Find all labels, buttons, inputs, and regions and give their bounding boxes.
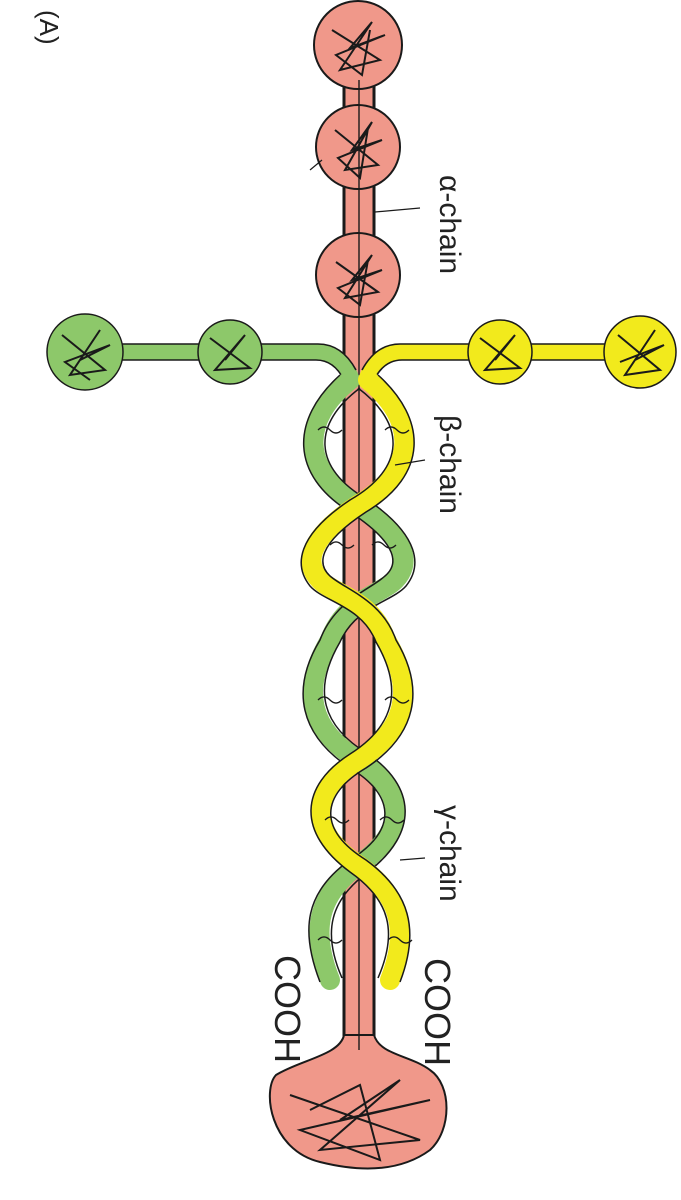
leader-lines: [309, 159, 426, 861]
beta-chain-label: β-chain: [433, 415, 466, 514]
helix-wiggles: [317, 426, 413, 944]
domain-coils: [61, 21, 665, 1162]
alpha-chain: [268, 0, 448, 1170]
alpha-chain-label: α-chain: [433, 175, 466, 274]
alpha-globule-3: [315, 232, 401, 318]
cooh-right-label: COOH: [417, 958, 458, 1066]
gamma-chain-label: γ-chain: [433, 805, 466, 902]
gamma-helix: [301, 370, 415, 990]
cooh-left-label: COOH: [267, 955, 308, 1063]
panel-label: (A): [34, 10, 64, 45]
